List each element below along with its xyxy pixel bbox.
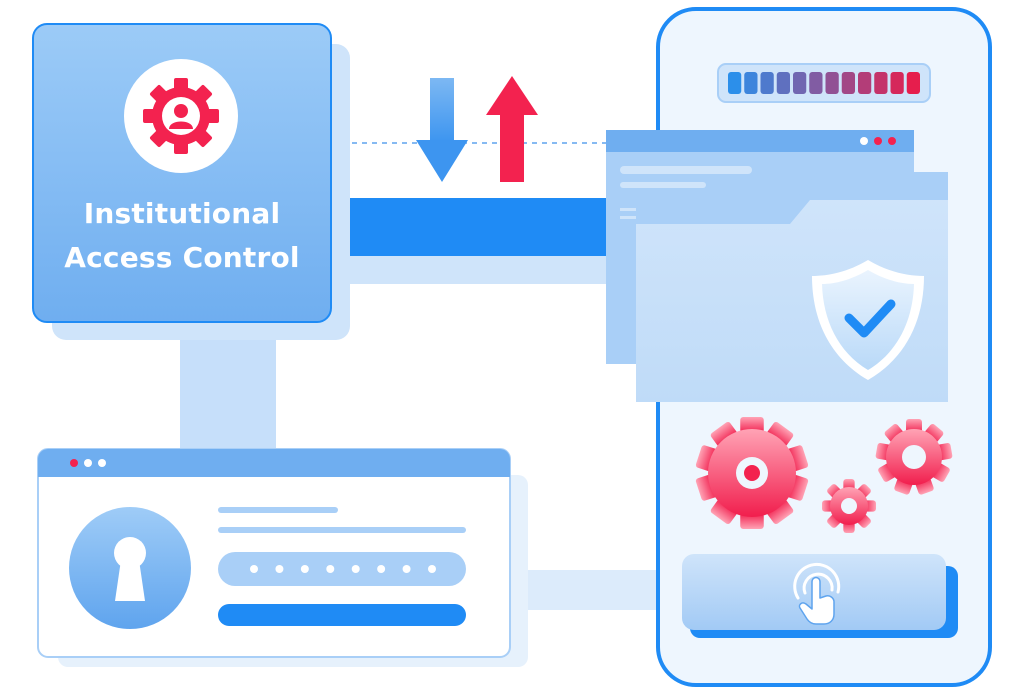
battery-segment <box>760 72 774 94</box>
battery-segment <box>744 72 758 94</box>
text-placeholder-line <box>620 182 706 188</box>
arrow-down-icon <box>416 78 468 182</box>
password-dot <box>250 565 258 573</box>
window-dot <box>84 459 92 467</box>
touch-tap-icon <box>793 562 841 625</box>
password-field[interactable] <box>218 552 466 586</box>
battery-indicator <box>717 63 931 103</box>
title-card <box>32 23 332 323</box>
window-dot <box>98 459 106 467</box>
title-line-2: Access Control <box>64 241 300 274</box>
password-dot <box>402 565 411 573</box>
battery-segment <box>776 72 790 94</box>
text-placeholder-line <box>218 507 338 513</box>
battery-segment <box>841 72 855 94</box>
battery-segment <box>825 72 839 94</box>
bottom-connector-bar <box>505 570 665 610</box>
password-dot <box>351 565 360 573</box>
gear-icon-medium <box>875 419 953 495</box>
password-dot <box>326 565 335 573</box>
vertical-connector-bar <box>180 320 276 460</box>
window-dot-red <box>70 459 78 467</box>
password-dot <box>275 565 284 573</box>
window-dot-red <box>888 137 896 145</box>
window-dot <box>860 137 868 145</box>
keyhole-icon <box>69 507 191 629</box>
gear-user-icon <box>124 59 238 173</box>
horizontal-connector-shadow <box>330 256 620 284</box>
gear-icon-small <box>822 479 876 533</box>
title-card-heading: Institutional Access Control <box>33 192 331 280</box>
battery-segment <box>809 72 823 94</box>
battery-segment <box>728 72 742 94</box>
shield-check-icon <box>812 260 924 380</box>
title-line-1: Institutional <box>83 197 281 230</box>
battery-segment <box>890 72 904 94</box>
window-dot-red <box>874 137 882 145</box>
battery-segment <box>793 72 807 94</box>
gear-icon-large <box>695 417 809 529</box>
battery-segment <box>906 72 920 94</box>
password-dots <box>250 565 436 573</box>
password-dot <box>377 565 386 573</box>
text-placeholder-line <box>218 527 466 533</box>
login-button[interactable] <box>218 604 466 626</box>
battery-segment <box>874 72 888 94</box>
password-dot <box>300 565 309 573</box>
horizontal-connector-bar <box>330 198 620 256</box>
arrow-up-icon <box>486 76 538 182</box>
battery-segment <box>858 72 872 94</box>
password-dot <box>428 565 436 573</box>
text-placeholder-line <box>620 166 752 174</box>
